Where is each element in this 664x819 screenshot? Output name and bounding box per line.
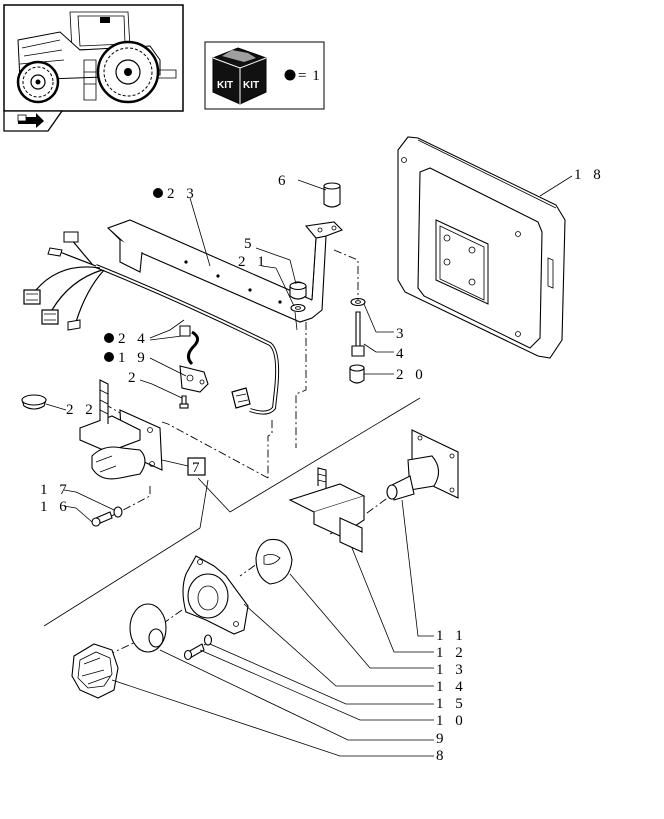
callout-4: 4 <box>396 346 408 362</box>
washer-part-21[interactable] <box>290 303 306 313</box>
screw-part-16[interactable] <box>91 511 113 527</box>
callout-8: 8 <box>436 748 448 764</box>
callout-5: 5 <box>244 236 256 252</box>
nav-back-button[interactable] <box>3 110 64 132</box>
callout-22: 2 2 <box>66 402 97 418</box>
kit-bullet-icon <box>104 333 114 343</box>
callout-16: 1 6 <box>40 499 71 515</box>
kit-bullet-icon <box>153 188 163 198</box>
screw-part-2[interactable] <box>179 395 189 409</box>
swivel-plate-part-11[interactable] <box>386 429 459 501</box>
tractor-thumbnail[interactable] <box>3 4 184 112</box>
callout-12: 1 2 <box>436 645 467 661</box>
kit-legend: KIT KIT = 1 <box>204 41 325 110</box>
washer-part-17[interactable] <box>113 506 123 518</box>
knob-part-8[interactable] <box>71 643 119 699</box>
callout-24: 2 4 <box>118 331 149 347</box>
display-monitor-part[interactable] <box>397 136 566 359</box>
callout-18: 1 8 <box>574 167 605 183</box>
callout-19: 1 9 <box>118 350 149 366</box>
callout-3: 3 <box>396 326 408 342</box>
swivel-cup-part-14[interactable] <box>182 555 249 635</box>
screw-part-4[interactable] <box>351 311 365 357</box>
screw-part-15[interactable] <box>183 643 205 661</box>
mount-assembly-part-7[interactable] <box>79 379 163 480</box>
callout-2: 2 <box>128 370 140 386</box>
svg-text:7: 7 <box>192 460 200 476</box>
callout-labels: 2 3 6 5 2 1 3 4 2 0 1 8 2 4 1 9 2 2 2 1 … <box>40 167 605 764</box>
dish-washer-part-9[interactable] <box>129 603 167 653</box>
kit-equals-label: = 1 <box>298 68 321 84</box>
housing-part-13[interactable] <box>255 538 293 585</box>
callout-11: 1 1 <box>436 628 467 644</box>
callout-13: 1 3 <box>436 662 467 678</box>
washer-part-10[interactable] <box>203 634 213 646</box>
callout-9: 9 <box>436 731 448 747</box>
callout-6: 6 <box>278 173 290 189</box>
kit-box-icon: KIT KIT <box>212 47 267 105</box>
wiring-harness-part[interactable] <box>23 231 280 415</box>
callout-17: 1 7 <box>40 482 71 498</box>
grommet-part-22[interactable] <box>21 394 47 410</box>
bracket-part-12[interactable] <box>288 467 366 553</box>
kit-text-right: KIT <box>243 80 259 91</box>
arrow-back-icon <box>17 113 44 128</box>
callout-21: 2 1 <box>238 254 269 270</box>
cap-part-6[interactable] <box>323 182 341 208</box>
cap-part-5[interactable] <box>289 281 307 300</box>
kit-bullet-icon <box>104 352 114 362</box>
callout-20: 2 0 <box>396 367 427 383</box>
kit-text-left: KIT <box>217 80 233 91</box>
callout-10: 1 0 <box>436 713 467 729</box>
cap-part-20[interactable] <box>349 364 365 384</box>
callout-14: 1 4 <box>436 679 467 695</box>
callout-23: 2 3 <box>167 186 198 202</box>
mounting-bracket-part[interactable] <box>106 219 343 323</box>
callout-15: 1 5 <box>436 696 467 712</box>
kit-bullet-icon <box>284 69 296 81</box>
box-label-7: 7 <box>187 457 206 476</box>
sensor-part-19[interactable] <box>179 325 209 393</box>
